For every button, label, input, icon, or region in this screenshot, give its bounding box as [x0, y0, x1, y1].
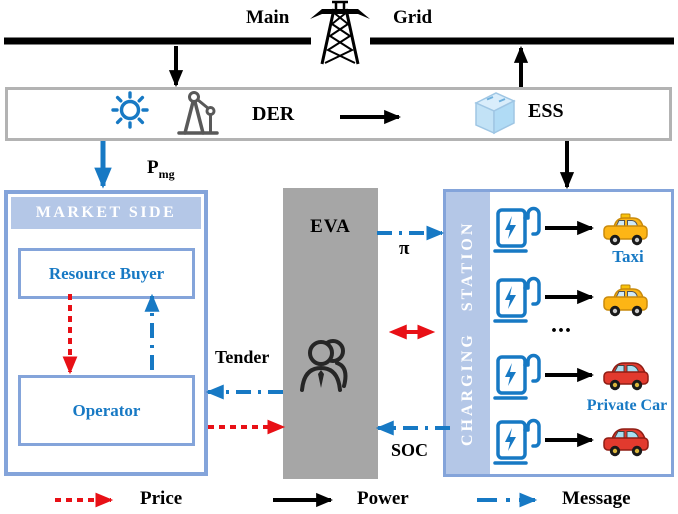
market-side-header: MARKET SIDE	[11, 197, 201, 229]
der-ess-bar	[5, 87, 672, 141]
main-label: Main	[246, 7, 290, 28]
ellipsis-label: ...	[551, 312, 572, 338]
operator-box: Operator	[18, 375, 195, 446]
transmission-tower-icon	[310, 0, 370, 65]
grid-label: Grid	[393, 7, 433, 28]
soc-label: SOC	[391, 440, 429, 460]
pmg-base: P	[147, 157, 159, 178]
der-label: DER	[252, 103, 295, 125]
taxi-label: Taxi	[612, 247, 644, 266]
ess-label: ESS	[528, 100, 564, 122]
eva-box: EVA	[283, 188, 378, 479]
charging-station-band: CHARGING STATION	[446, 192, 490, 474]
legend-power-label: Power	[357, 488, 409, 509]
charging-station-title: CHARGING STATION	[459, 220, 476, 446]
private-car-label: Private Car	[586, 397, 668, 414]
legend-message-label: Message	[562, 488, 631, 509]
legend-price-label: Price	[140, 488, 183, 509]
market-side-box: MARKET SIDE Resource Buyer Operator	[4, 190, 208, 476]
pi-label: π	[399, 238, 410, 259]
pmg-label: Pmg	[147, 157, 175, 181]
resource-buyer-box: Resource Buyer	[18, 248, 195, 299]
pmg-sub: mg	[158, 166, 175, 181]
tender-label: Tender	[215, 347, 270, 367]
eva-title: EVA	[310, 216, 351, 237]
